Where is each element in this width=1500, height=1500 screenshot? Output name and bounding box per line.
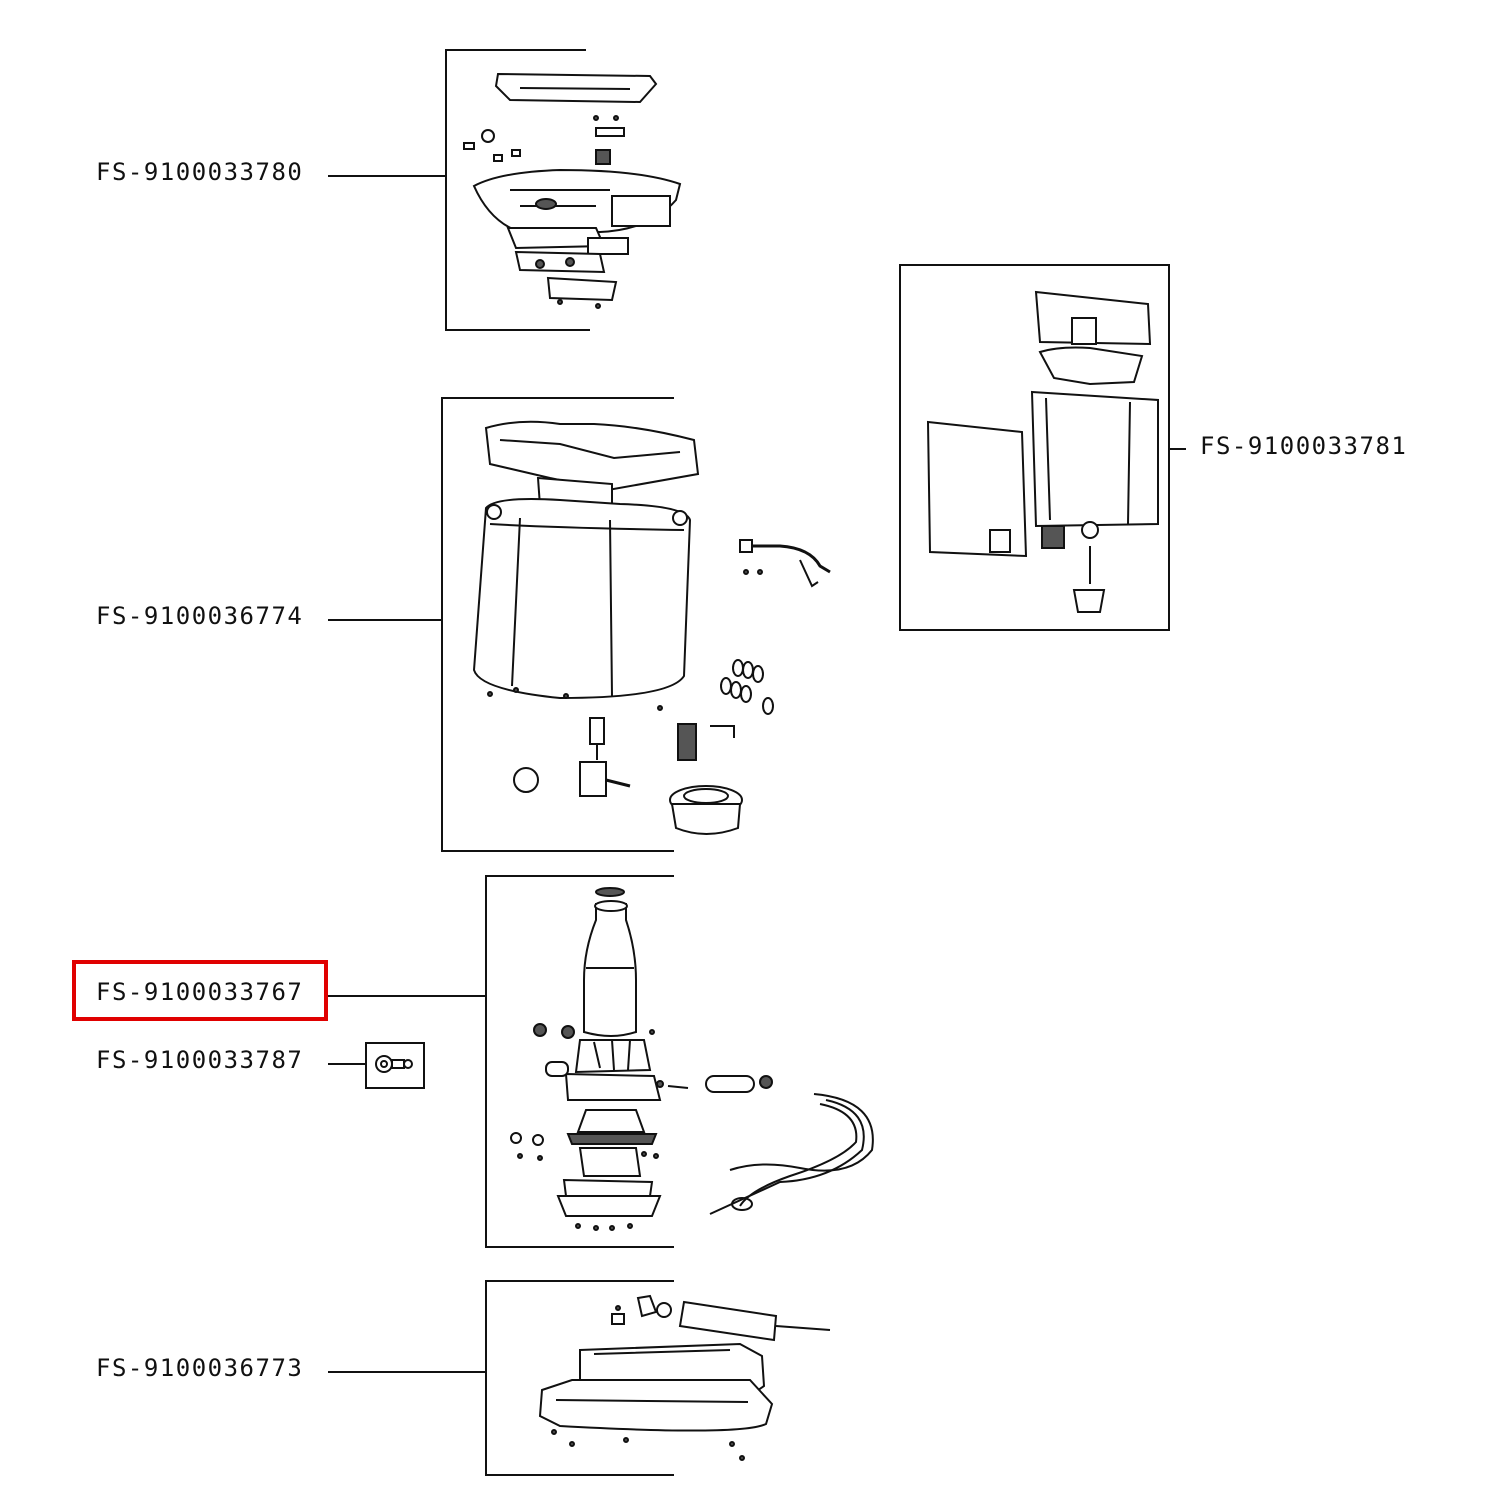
- part-label-fs-9100033787[interactable]: FS-9100033787: [96, 1046, 304, 1074]
- leader-lines: [328, 175, 1186, 1373]
- base-assembly-icon: [538, 1294, 831, 1461]
- highlight-frame: [72, 960, 328, 1021]
- control-panel-assembly-icon: [463, 72, 682, 309]
- part-label-fs-9100036774[interactable]: FS-9100036774: [96, 602, 304, 630]
- gear-knob-icon: [375, 1055, 413, 1073]
- brew-unit-assembly-icon: [510, 887, 874, 1231]
- part-label-fs-9100036773[interactable]: FS-9100036773: [96, 1354, 304, 1382]
- part-label-fs-9100033780[interactable]: FS-9100033780: [96, 158, 304, 186]
- group-frames: [365, 49, 1170, 1476]
- part-label-fs-9100033781[interactable]: FS-9100033781: [1200, 432, 1408, 460]
- part-label-fs-9100033767[interactable]: FS-9100033767: [96, 978, 304, 1006]
- water-tank-assembly-icon: [926, 290, 1159, 613]
- housing-assembly-icon: [472, 420, 831, 835]
